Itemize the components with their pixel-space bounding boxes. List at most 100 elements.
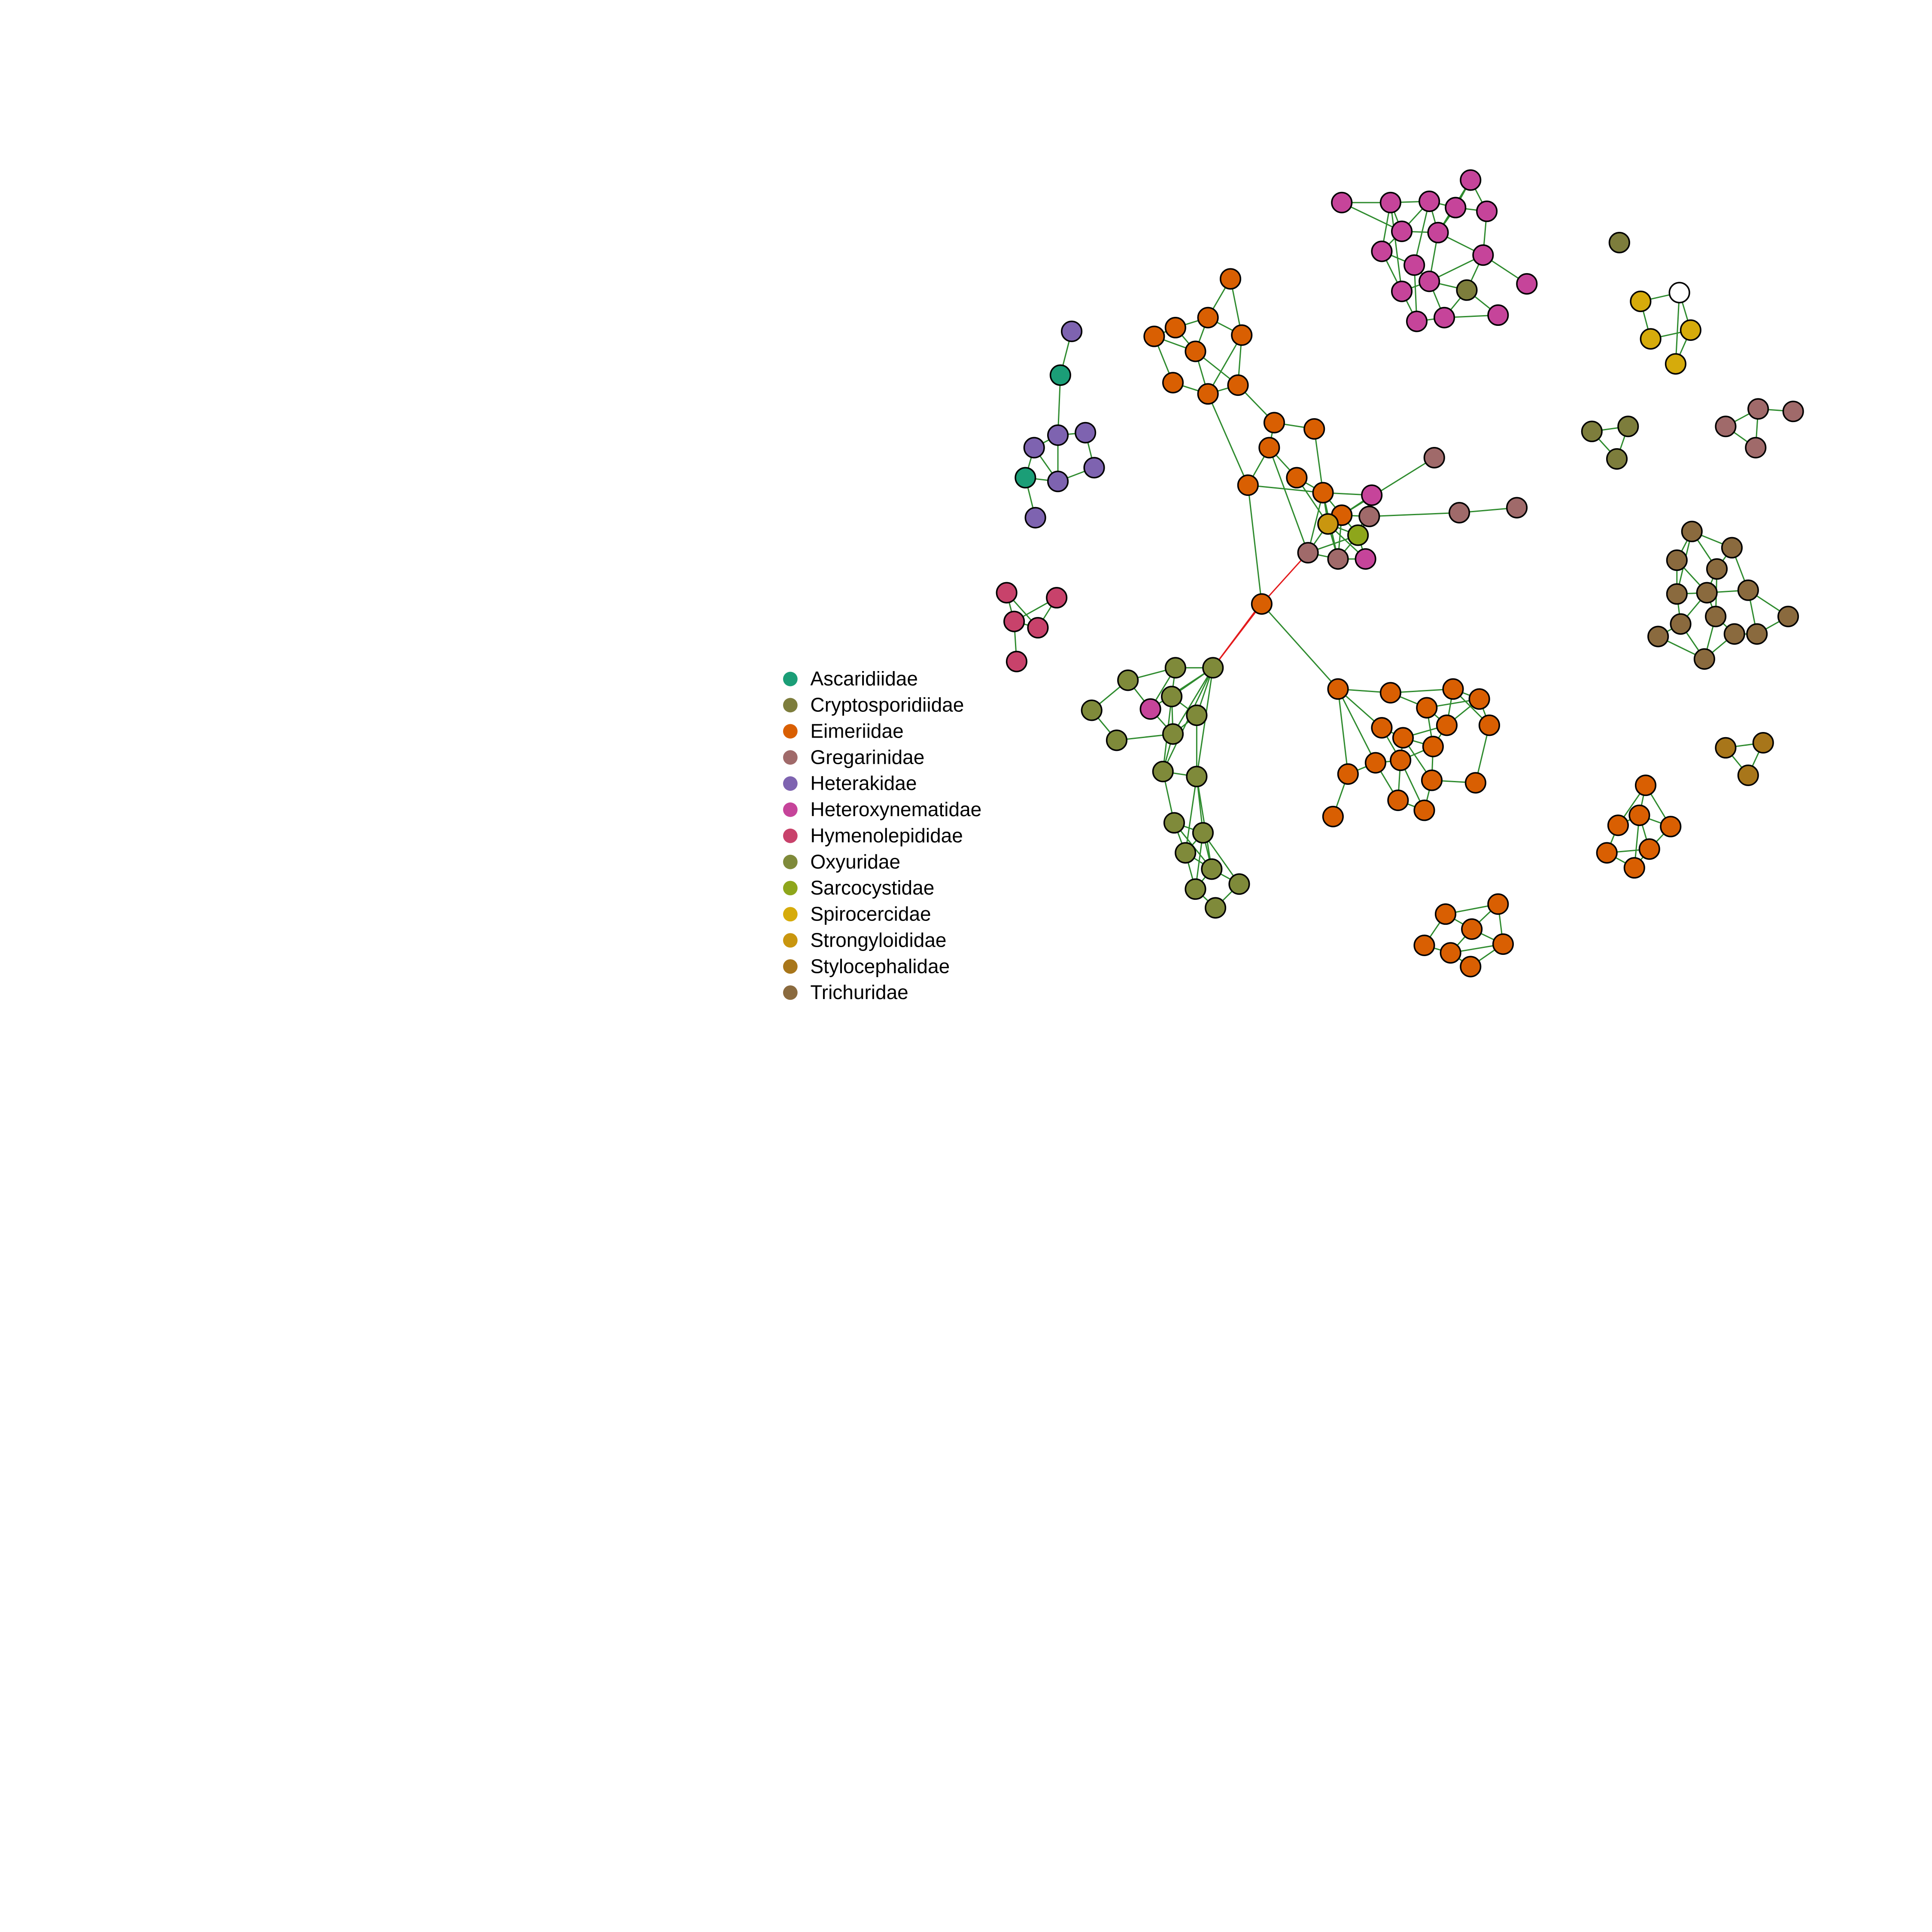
- edge-positive: [1675, 292, 1680, 364]
- node-oxyuridae: [1175, 842, 1197, 864]
- node-eimeriidae: [1492, 933, 1514, 955]
- node-eimeriidae: [1303, 418, 1325, 440]
- legend-label-eimeriidae: Eimeriidae: [810, 720, 903, 742]
- node-oxyuridae: [1205, 897, 1227, 919]
- legend-swatch-gregarinidae: [783, 750, 798, 765]
- node-cryptosporidiidae: [1606, 448, 1628, 470]
- node-heteroxynematidae: [1361, 484, 1383, 506]
- node-eimeriidae: [1327, 678, 1349, 700]
- node-heterakidae: [1047, 471, 1069, 492]
- node-oxyuridae: [1161, 686, 1183, 708]
- node-oxyuridae: [1117, 669, 1139, 691]
- node-spirocercidae: [1640, 328, 1662, 350]
- node-heterakidae: [1083, 457, 1105, 479]
- node-ascaridiidae: [1049, 364, 1071, 386]
- legend-swatch-cryptosporidiidae: [783, 698, 798, 713]
- node-heterakidae: [1075, 422, 1097, 444]
- node-eimeriidae: [1440, 942, 1461, 964]
- node-eimeriidae: [1143, 325, 1165, 347]
- node-eimeriidae: [1634, 775, 1657, 796]
- edge-positive: [1207, 393, 1249, 486]
- node-eimeriidae: [1416, 697, 1438, 719]
- node-eimeriidae: [1464, 772, 1486, 794]
- edge-positive: [1341, 202, 1402, 232]
- edge-positive: [1413, 201, 1430, 265]
- node-oxyuridae: [1081, 699, 1103, 721]
- node-heteroxynematidae: [1419, 270, 1440, 292]
- node-eimeriidae: [1258, 437, 1280, 459]
- node-heteroxynematidae: [1379, 191, 1401, 213]
- node-trichuridae: [1696, 582, 1718, 604]
- node-oxyuridae: [1201, 858, 1223, 880]
- node-gregarinidae: [1358, 505, 1380, 527]
- node-eimeriidae: [1660, 816, 1682, 838]
- edge-positive: [1341, 457, 1435, 516]
- node-eimeriidae: [1478, 714, 1500, 736]
- node-eimeriidae: [1422, 735, 1444, 757]
- legend-swatch-heterakidae: [783, 776, 798, 791]
- edge-negative: [1261, 552, 1309, 605]
- node-trichuridae: [1666, 583, 1688, 605]
- node-eimeriidae: [1231, 324, 1253, 346]
- legend-label-ascaridiidae: Ascaridiidae: [810, 668, 918, 690]
- legend-label-heteroxynematidae: Heteroxynematidae: [810, 798, 981, 820]
- node-unknown: [1668, 282, 1690, 304]
- node-heteroxynematidae: [1434, 307, 1455, 328]
- legend-swatch-sarcocystidae: [783, 881, 798, 896]
- node-heteroxynematidae: [1391, 220, 1413, 242]
- node-oxyuridae: [1228, 873, 1250, 895]
- node-eimeriidae: [1434, 903, 1457, 925]
- node-trichuridae: [1777, 605, 1799, 627]
- edge-positive: [1185, 776, 1197, 853]
- node-heterakidae: [1061, 320, 1083, 342]
- node-eimeriidae: [1379, 682, 1401, 704]
- node-eimeriidae: [1371, 717, 1393, 739]
- legend-label-spirocercidae: Spirocercidae: [810, 903, 931, 925]
- node-eimeriidae: [1460, 956, 1482, 978]
- node-eimeriidae: [1421, 769, 1443, 791]
- node-gregarinidae: [1423, 447, 1445, 469]
- node-eimeriidae: [1461, 918, 1483, 940]
- node-heteroxynematidae: [1460, 169, 1482, 191]
- node-eimeriidae: [1442, 678, 1464, 700]
- legend-label-heterakidae: Heterakidae: [810, 772, 917, 794]
- legend-label-sarcocystidae: Sarcocystidae: [810, 877, 934, 899]
- legend-swatch-heteroxynematidae: [783, 802, 798, 817]
- node-heterakidae: [1047, 424, 1069, 446]
- node-heteroxynematidae: [1403, 254, 1425, 276]
- node-trichuridae: [1721, 537, 1743, 559]
- node-eimeriidae: [1237, 474, 1259, 496]
- node-eimeriidae: [1251, 593, 1273, 615]
- node-heteroxynematidae: [1419, 190, 1440, 212]
- node-hymenolepididae: [1027, 617, 1049, 639]
- edge-positive: [1268, 447, 1309, 553]
- node-eimeriidae: [1219, 268, 1242, 290]
- node-heteroxynematidae: [1406, 310, 1428, 332]
- edge-positive: [1369, 512, 1460, 517]
- node-eimeriidae: [1337, 763, 1359, 785]
- node-trichuridae: [1746, 623, 1768, 645]
- legend-label-hymenolepididae: Hymenolepididae: [810, 824, 963, 847]
- node-gregarinidae: [1327, 548, 1349, 570]
- node-eimeriidae: [1185, 340, 1206, 362]
- node-hymenolepididae: [1003, 611, 1025, 632]
- node-strongyloididae: [1317, 513, 1339, 535]
- node-spirocercidae: [1665, 353, 1686, 375]
- node-oxyuridae: [1164, 657, 1186, 679]
- edge-positive: [1261, 603, 1339, 690]
- node-sarcocystidae: [1347, 524, 1369, 546]
- node-eimeriidae: [1197, 383, 1219, 405]
- legend-swatch-trichuridae: [783, 985, 798, 1000]
- node-eimeriidae: [1263, 412, 1285, 434]
- node-oxyuridae: [1186, 704, 1208, 726]
- node-trichuridae: [1737, 579, 1759, 601]
- legend-swatch-oxyuridae: [783, 854, 798, 869]
- node-eimeriidae: [1322, 805, 1344, 827]
- legend-swatch-spirocercidae: [783, 907, 798, 922]
- node-oxyuridae: [1163, 812, 1185, 834]
- node-eimeriidae: [1364, 752, 1386, 774]
- node-spirocercidae: [1630, 290, 1652, 312]
- node-heteroxynematidae: [1427, 222, 1449, 243]
- edge-positive: [1248, 484, 1323, 494]
